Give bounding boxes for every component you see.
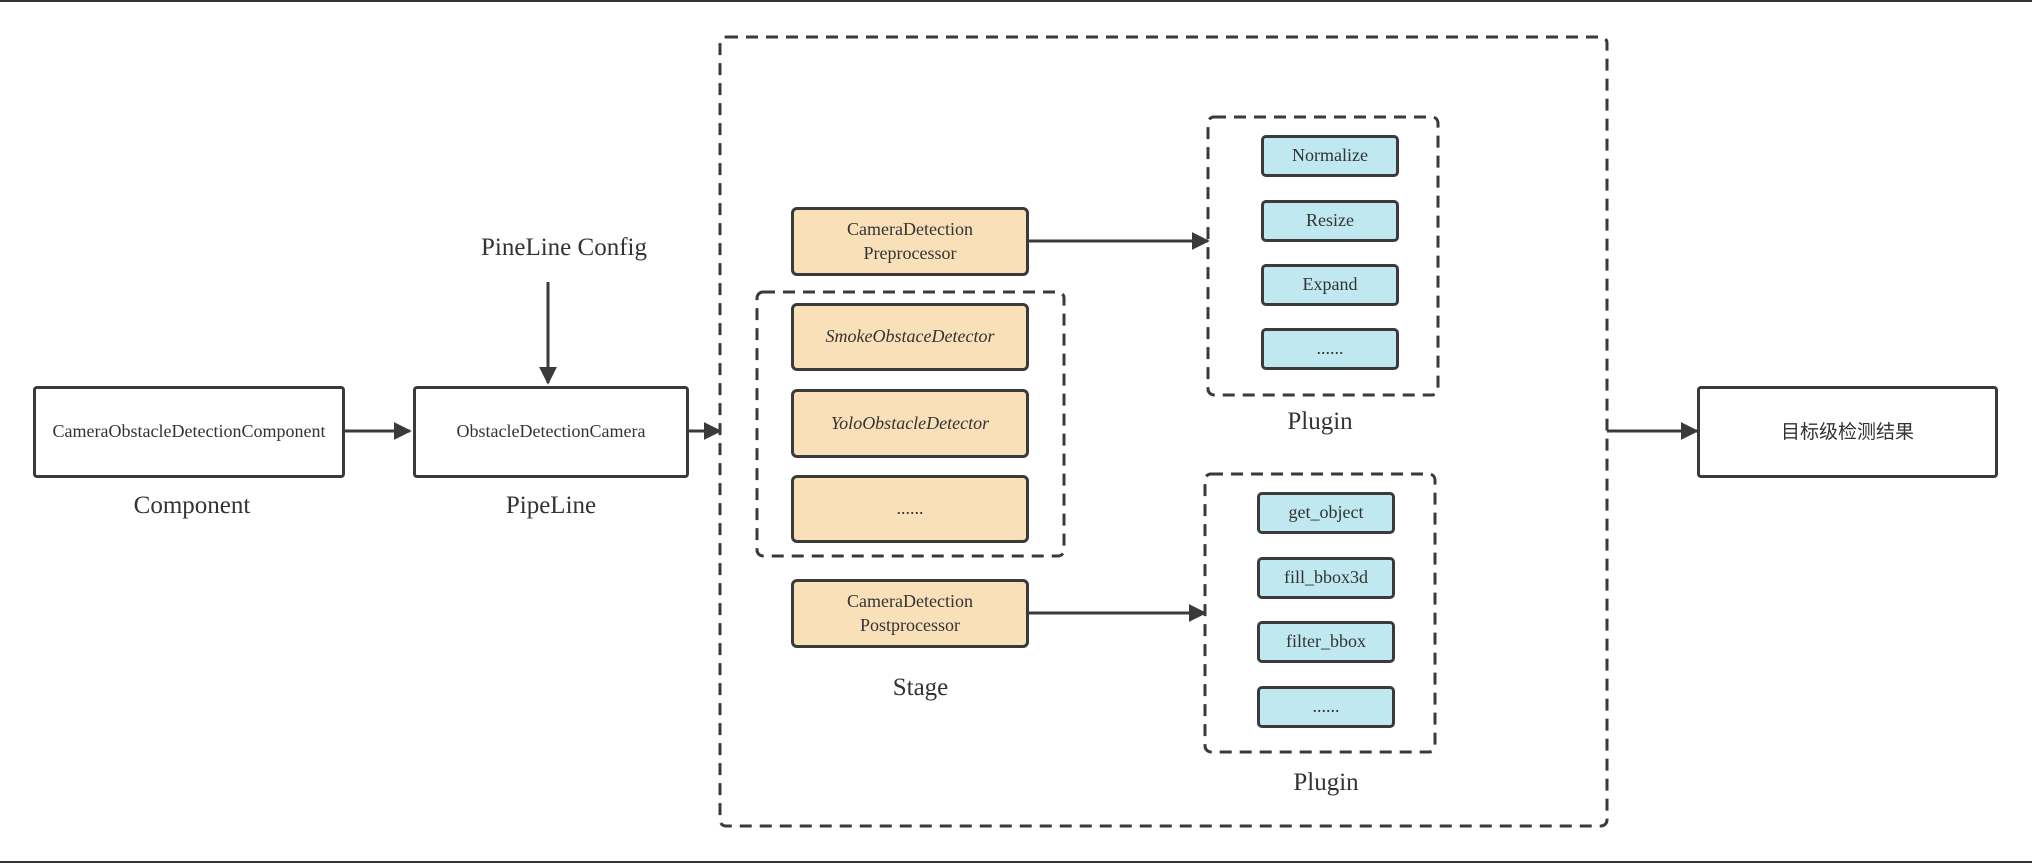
preprocessor-line1: CameraDetection xyxy=(847,219,973,240)
result-node-label: 目标级检测结果 xyxy=(1780,420,1914,443)
pre-plugin-dashed-group xyxy=(1206,115,1440,397)
pre-plugin-item: ...... xyxy=(1261,328,1399,370)
post-plugin-label-caption: Plugin xyxy=(1293,769,1359,796)
post-plugin-label: fill_bbox3d xyxy=(1284,567,1368,588)
yolo-detector-label: YoloObstacleDetector xyxy=(830,412,990,433)
smoke-detector-label: SmokeObstaceDetector xyxy=(825,326,995,347)
pipeline-node-label: ObstacleDetectionCamera xyxy=(456,421,646,442)
pre-plugin-label: Resize xyxy=(1306,210,1354,231)
postprocessor-line1: CameraDetection xyxy=(847,591,973,612)
pre-plugin-label: ...... xyxy=(1316,338,1344,359)
post-plugin-label: ...... xyxy=(1312,696,1340,717)
pre-plugin-item: Expand xyxy=(1261,264,1399,306)
post-plugin-label: filter_bbox xyxy=(1286,631,1366,652)
pipeline-config-label: PineLine Config xyxy=(481,234,647,261)
stage-label: Stage xyxy=(892,674,949,701)
pre-plugin-label: Normalize xyxy=(1292,145,1368,166)
preprocessor-node: CameraDetection Preprocessor xyxy=(791,207,1029,276)
pre-plugin-item: Normalize xyxy=(1261,135,1399,177)
component-label: Component xyxy=(133,492,251,519)
pre-plugin-label: Expand xyxy=(1302,274,1358,295)
post-plugin-item: filter_bbox xyxy=(1257,621,1395,663)
result-node: 目标级检测结果 xyxy=(1697,386,1998,478)
yolo-detector-node: YoloObstacleDetector xyxy=(791,389,1029,458)
postprocessor-node: CameraDetection Postprocessor xyxy=(791,579,1029,648)
post-plugin-item: get_object xyxy=(1257,492,1395,534)
post-plugin-item: fill_bbox3d xyxy=(1257,557,1395,599)
smoke-detector-node: SmokeObstaceDetector xyxy=(791,303,1029,371)
postprocessor-line2: Postprocessor xyxy=(860,614,960,635)
post-plugin-label: get_object xyxy=(1288,502,1364,523)
detector-dashed-group xyxy=(755,290,1066,558)
post-plugin-item: ...... xyxy=(1257,686,1395,728)
component-node-label: CameraObstacleDetectionComponent xyxy=(52,421,326,442)
detector-more-node: ...... xyxy=(791,475,1029,543)
component-node: CameraObstacleDetectionComponent xyxy=(33,386,345,478)
pre-plugin-item: Resize xyxy=(1261,200,1399,242)
pipeline-label: PipeLine xyxy=(505,492,597,519)
pipeline-node: ObstacleDetectionCamera xyxy=(413,386,689,478)
pre-plugin-label-caption: Plugin xyxy=(1287,408,1353,435)
detector-more-label: ...... xyxy=(896,498,924,519)
preprocessor-line2: Preprocessor xyxy=(863,242,957,263)
